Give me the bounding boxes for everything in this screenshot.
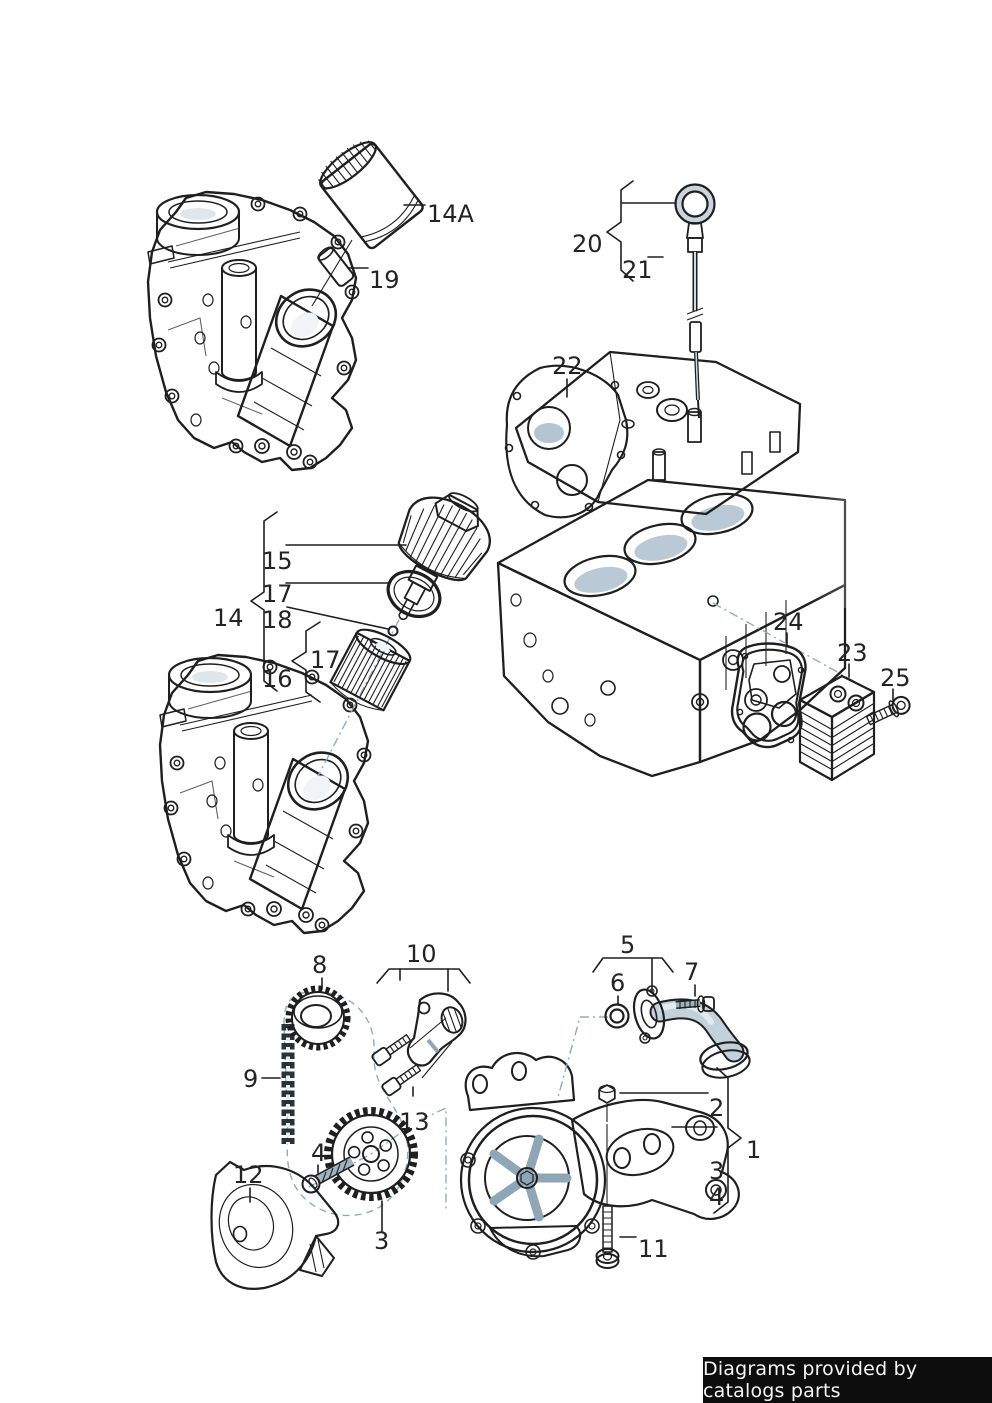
callout-20: 20: [572, 230, 603, 258]
sprocket-screw: [301, 1156, 355, 1194]
suction-oring: [604, 1003, 630, 1029]
tensioner-bolt-1: [371, 1034, 412, 1067]
callout-24: 24: [773, 608, 804, 636]
filter-housing-cap: [397, 492, 491, 621]
filter-assembly-axis: [317, 619, 400, 777]
small-seal: [387, 625, 399, 637]
callout-1: 1: [746, 1136, 761, 1164]
callout-4b: 4: [709, 1183, 724, 1211]
suction-pipe-axis: [556, 1016, 608, 1102]
callout-14A: 14A: [427, 200, 475, 228]
callout-3: 3: [374, 1227, 389, 1255]
engine-block-upper: [146, 190, 360, 472]
callout-16: 16: [262, 665, 293, 693]
callout-9: 9: [243, 1065, 258, 1093]
callout-25: 25: [880, 664, 911, 692]
callout-3b: 3: [709, 1157, 724, 1185]
callout-7: 7: [684, 958, 699, 986]
callout-14: 14: [213, 604, 244, 632]
cooler-assembly-axis: [712, 602, 869, 690]
callout-17b: 17: [310, 646, 341, 674]
callout-13: 13: [399, 1108, 430, 1136]
callout-12: 12: [233, 1161, 264, 1189]
callout-18: 18: [262, 606, 293, 634]
suction-bolt: [675, 995, 715, 1013]
callout-19: 19: [369, 266, 400, 294]
cap-oring: [386, 569, 442, 619]
leader-lines: [249, 180, 894, 1238]
callout-11: 11: [638, 1235, 669, 1263]
callout-23: 23: [837, 639, 868, 667]
callout-4: 4: [311, 1139, 326, 1167]
filter-axis-line: [311, 239, 353, 307]
chain-tensioner: [406, 992, 467, 1067]
callout-8: 8: [312, 951, 327, 979]
oil-cooler: [798, 674, 876, 782]
drive-sprocket: [285, 985, 351, 1051]
pump-sprocket: [324, 1107, 418, 1201]
pump-bolt: [595, 1124, 620, 1269]
footer-credit-text: Diagrams provided by catalogs parts: [703, 1358, 918, 1402]
callout-15: 15: [262, 547, 293, 575]
cylinder-head-cover: [504, 350, 802, 519]
callout-5: 5: [620, 931, 635, 959]
oil-dipstick: [674, 183, 716, 419]
callout-2: 2: [709, 1094, 724, 1122]
oil-filter-cartridge: [318, 140, 424, 250]
tensioner-bolt-2: [381, 1064, 422, 1097]
callout-10: 10: [406, 940, 437, 968]
footer-credit-bar: Diagrams provided by catalogs parts: [703, 1357, 992, 1403]
callout-6: 6: [610, 969, 625, 997]
sealing-plug: [317, 246, 355, 287]
cap-nut: [598, 1084, 616, 1122]
engine-block-lower: [158, 653, 372, 935]
oil-pump: [459, 1051, 740, 1260]
cooler-screw: [865, 695, 911, 726]
oil-cooler-gasket: [730, 642, 807, 749]
callout-22: 22: [552, 352, 583, 380]
callout-21: 21: [622, 256, 653, 284]
engine-block-center: [496, 468, 992, 778]
oil-filter-element: [329, 628, 412, 712]
callout-17: 17: [262, 580, 293, 608]
chain-cover: [210, 1160, 340, 1290]
